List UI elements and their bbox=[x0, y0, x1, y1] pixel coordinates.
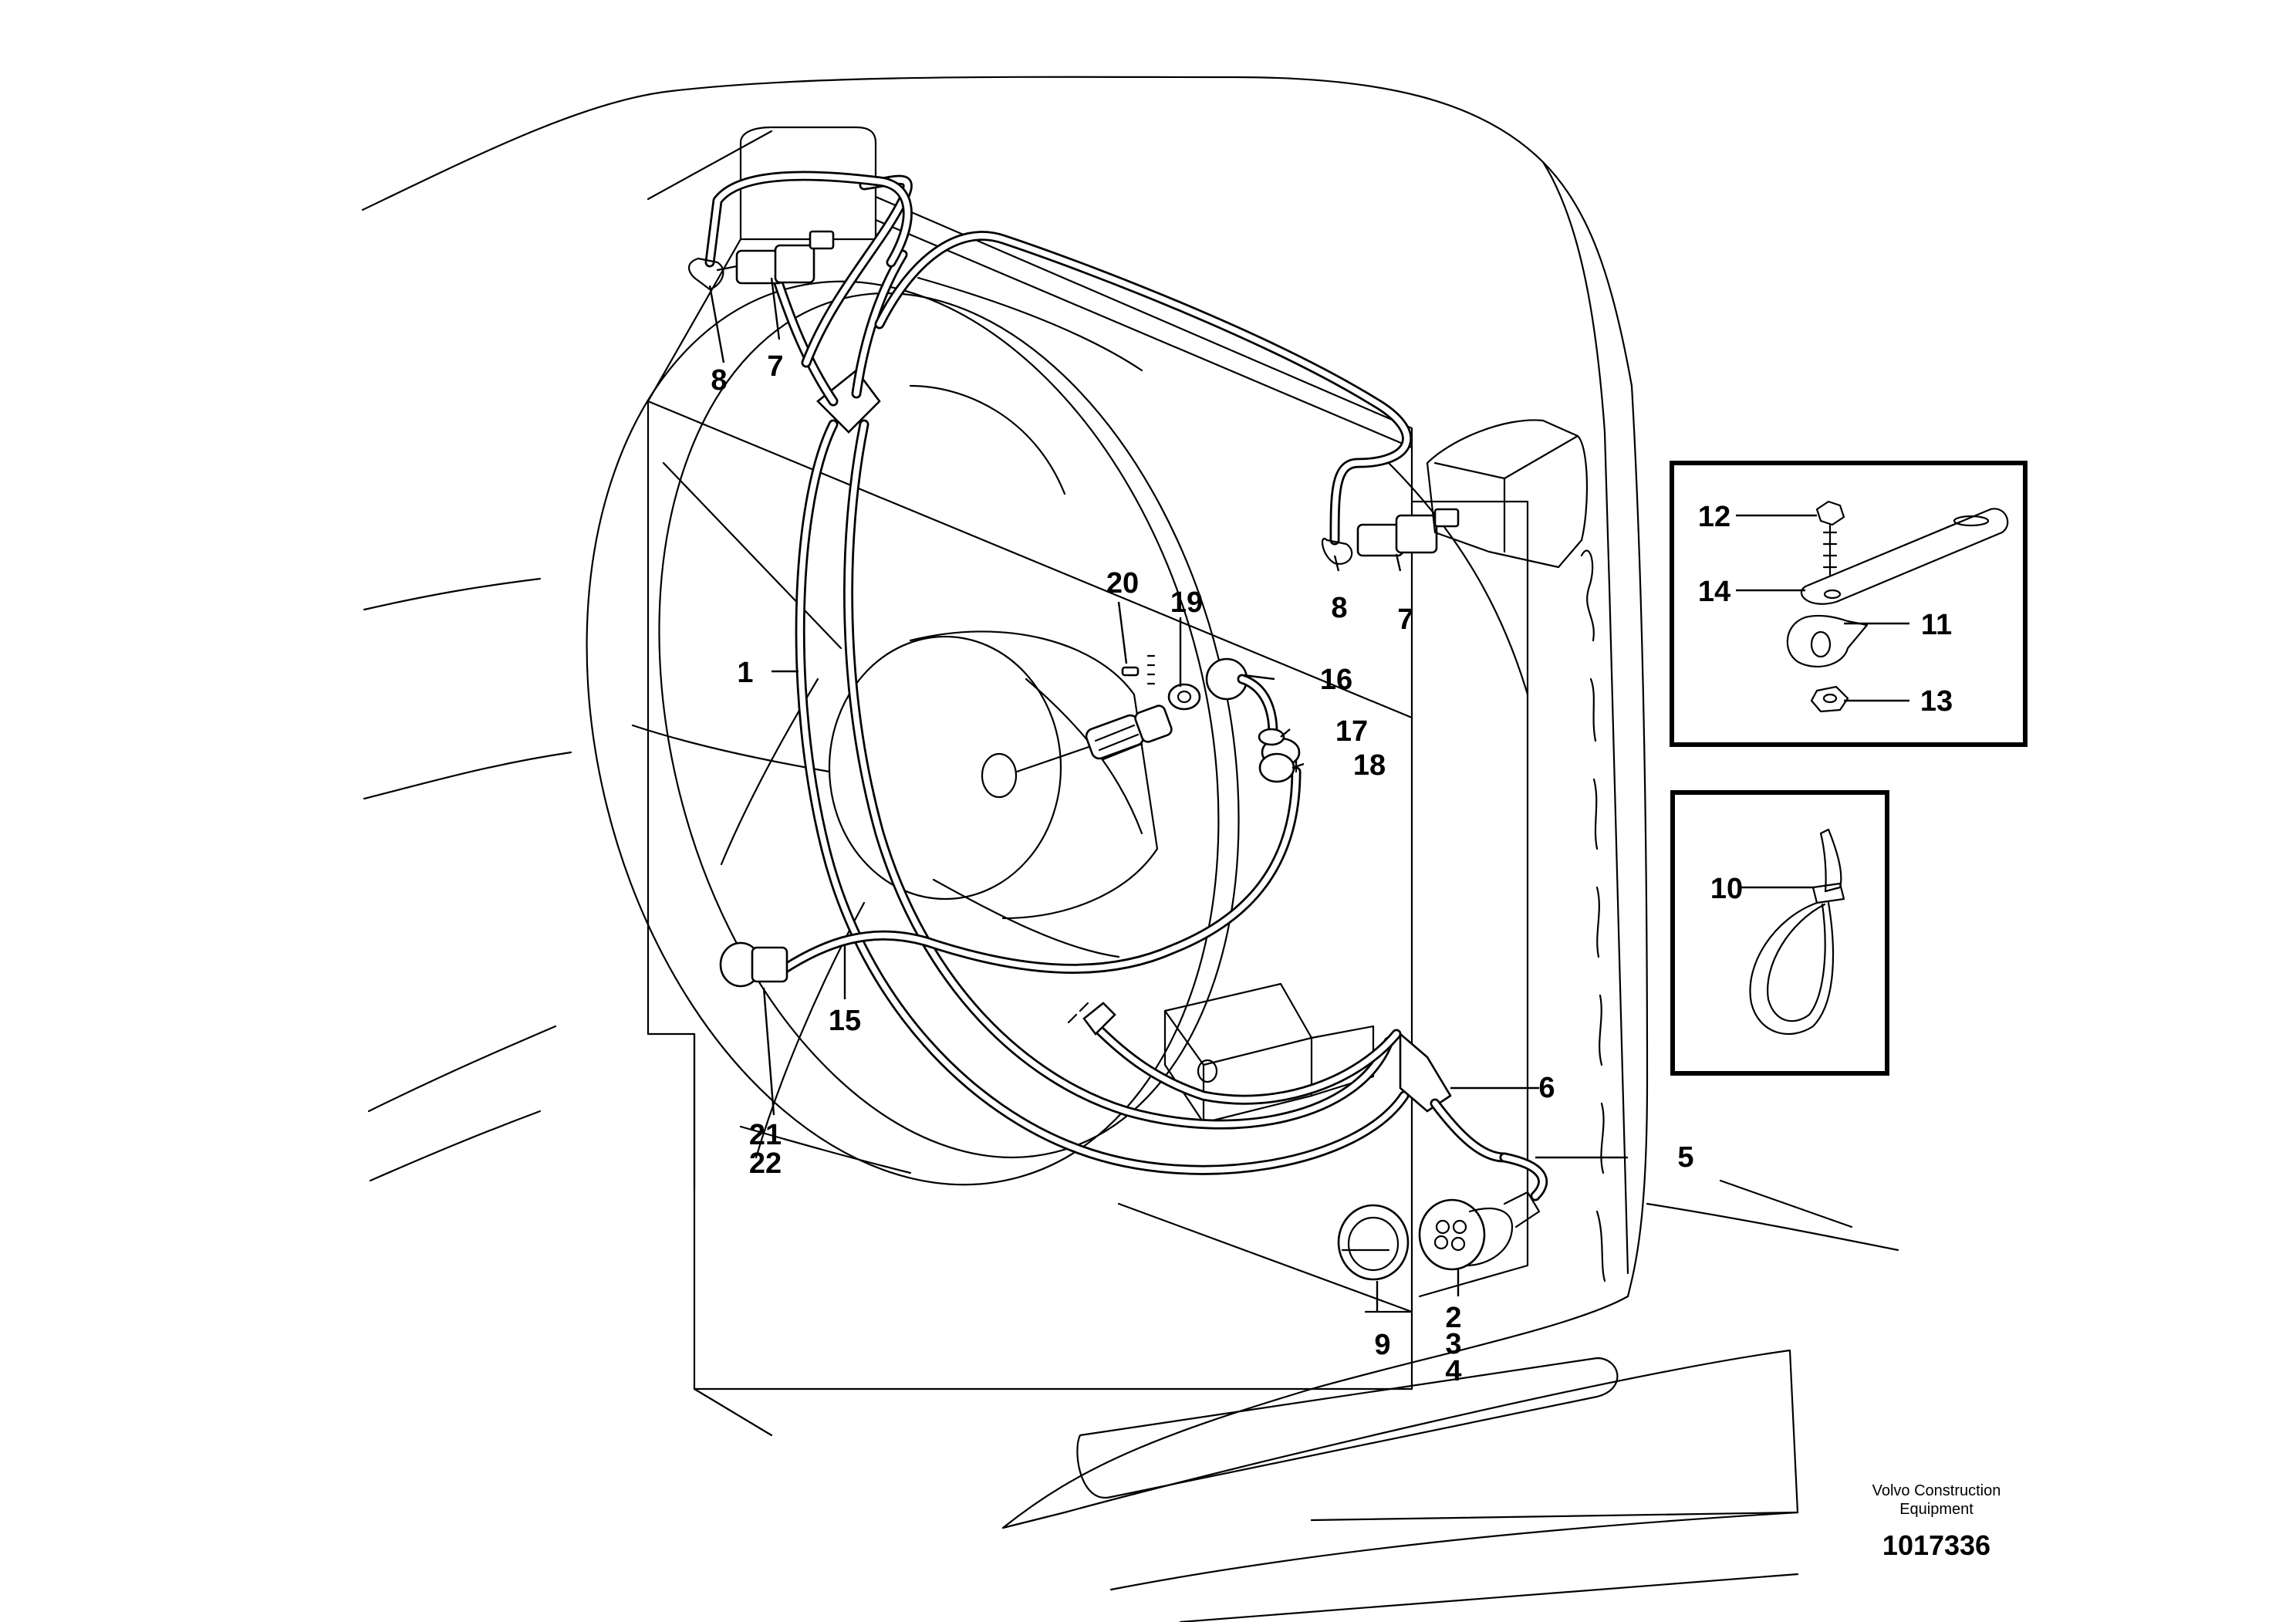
callout-11: 11 bbox=[1921, 609, 1952, 641]
leader-lines bbox=[708, 277, 1909, 1312]
callout-2: 2 bbox=[1445, 1302, 1461, 1334]
company-name-line1: Volvo Construction bbox=[1872, 1482, 2001, 1499]
detail-box-cable-tie bbox=[1670, 790, 1889, 1076]
work-light bbox=[1426, 419, 1589, 569]
callout-4: 4 bbox=[1445, 1355, 1461, 1387]
callout-9: 9 bbox=[1374, 1329, 1390, 1361]
machine-body-outline bbox=[361, 76, 1899, 1622]
callout-7-upper: 7 bbox=[767, 350, 783, 383]
detail-box-clamp bbox=[1670, 461, 2028, 747]
footer: Volvo Construction Equipment 1017336 bbox=[1872, 1482, 2001, 1561]
document-number: 1017336 bbox=[1882, 1529, 1990, 1561]
callout-14: 14 bbox=[1698, 576, 1730, 608]
callout-17: 17 bbox=[1335, 715, 1368, 748]
callout-8-right: 8 bbox=[1331, 592, 1347, 624]
fan-assembly bbox=[586, 276, 1240, 1186]
callout-21: 21 bbox=[749, 1119, 782, 1151]
sensor-parts bbox=[1121, 654, 1295, 783]
main-harness bbox=[704, 171, 1412, 1175]
callout-13: 13 bbox=[1920, 685, 1953, 718]
callout-19: 19 bbox=[1170, 586, 1203, 619]
plug-and-cap bbox=[1337, 1191, 1541, 1281]
callout-22: 22 bbox=[749, 1147, 782, 1180]
connector-right bbox=[1322, 508, 1460, 565]
callout-16: 16 bbox=[1320, 664, 1352, 696]
connector-upper-left bbox=[688, 230, 835, 291]
callout-12: 12 bbox=[1698, 501, 1730, 533]
callout-labels: 1 2 3 4 5 6 7 7 8 8 9 10 11 12 13 14 15 … bbox=[711, 350, 1953, 1387]
callout-5: 5 bbox=[1677, 1141, 1693, 1174]
lower-harness bbox=[1067, 1002, 1548, 1201]
callout-6: 6 bbox=[1538, 1072, 1555, 1104]
company-name-line2: Equipment bbox=[1899, 1501, 1974, 1518]
callout-15: 15 bbox=[829, 1005, 861, 1037]
callout-20: 20 bbox=[1106, 567, 1139, 600]
callout-10: 10 bbox=[1710, 873, 1743, 905]
callout-8-upper: 8 bbox=[711, 364, 727, 397]
callout-3: 3 bbox=[1445, 1328, 1461, 1360]
callout-7-right: 7 bbox=[1397, 603, 1413, 636]
callout-18: 18 bbox=[1353, 749, 1386, 782]
body-inner-arch bbox=[1580, 549, 1606, 1282]
callout-1: 1 bbox=[737, 657, 753, 689]
